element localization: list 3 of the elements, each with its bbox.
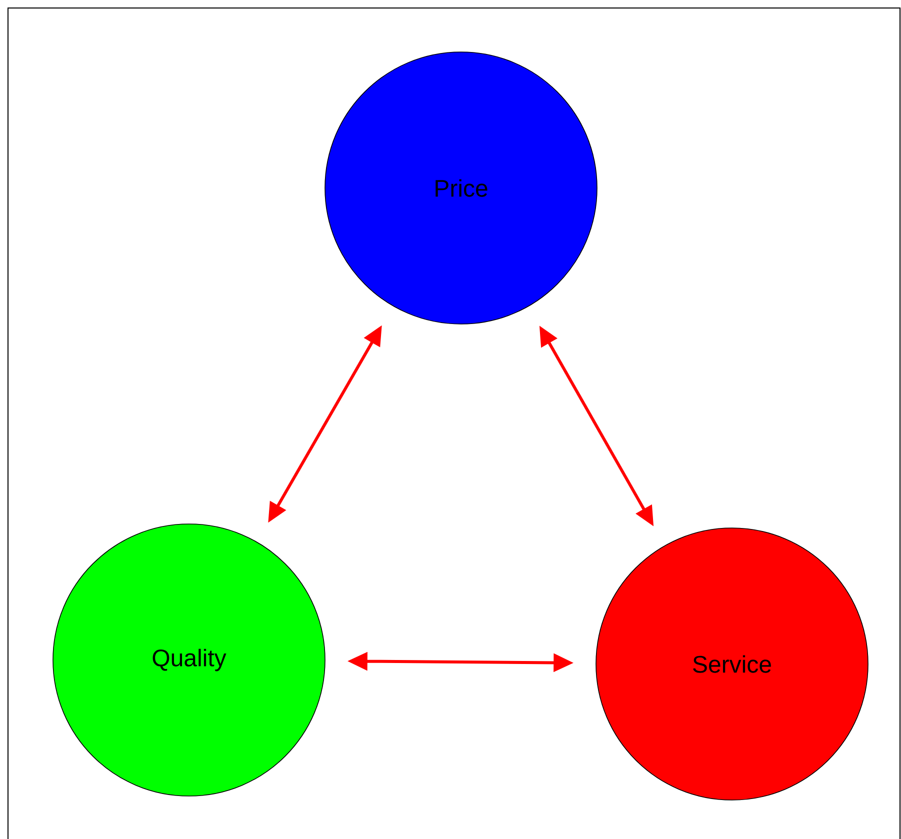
circle-node: Price xyxy=(324,52,598,324)
circle-node: Service xyxy=(596,528,868,800)
circle-node: Quality xyxy=(52,524,326,796)
